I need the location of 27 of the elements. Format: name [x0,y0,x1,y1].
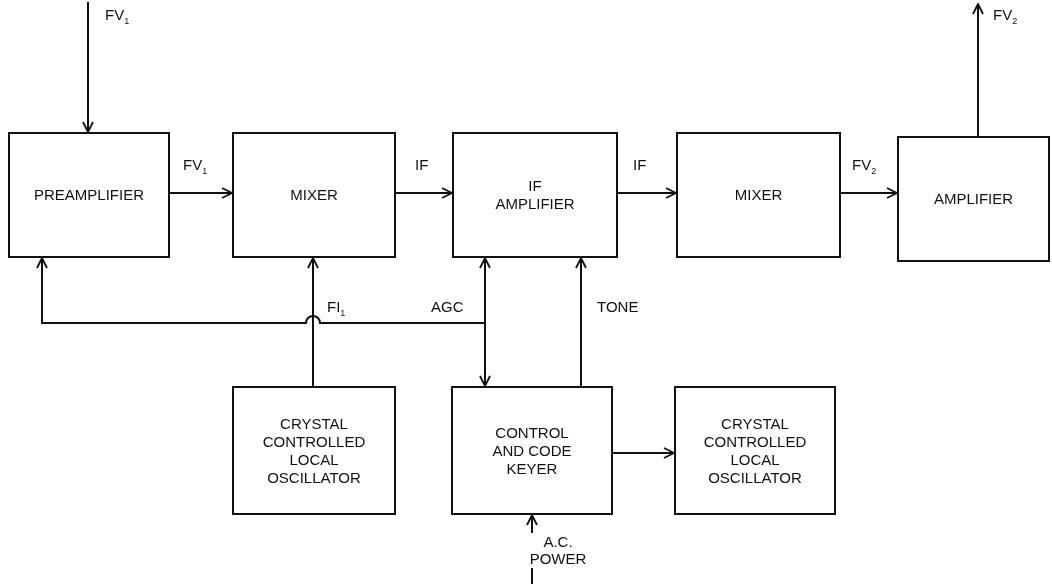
block-label: MIXER [289,186,339,204]
arrow [575,257,587,387]
block-label: PREAMPLIFIER [33,186,145,204]
block-box [674,386,836,515]
block-box [451,386,613,515]
arrow [479,257,491,387]
arrow [840,187,898,199]
block-box [232,132,396,258]
block-box [232,386,396,515]
arrow [612,447,675,459]
arrow [972,3,984,137]
block-label: IF AMPLIFIER [494,177,576,213]
block-label: AMPLIFIER [932,190,1015,208]
block-box [452,132,618,258]
arrow [36,257,486,324]
arrow [82,1,94,133]
block-label: CONTROL AND CODE KEYER [491,423,573,478]
arrow [169,187,233,199]
arrow [617,187,677,199]
block-label: CRYSTAL CONTROLLED LOCAL OSCILLATOR [261,414,367,487]
block-box [897,136,1050,262]
block-box [8,132,170,258]
block-label: MIXER [733,186,784,204]
arrow [395,187,453,199]
block-label: CRYSTAL CONTROLLED LOCAL OSCILLATOR [702,414,808,487]
arrow [307,257,319,387]
block-box [676,132,841,258]
